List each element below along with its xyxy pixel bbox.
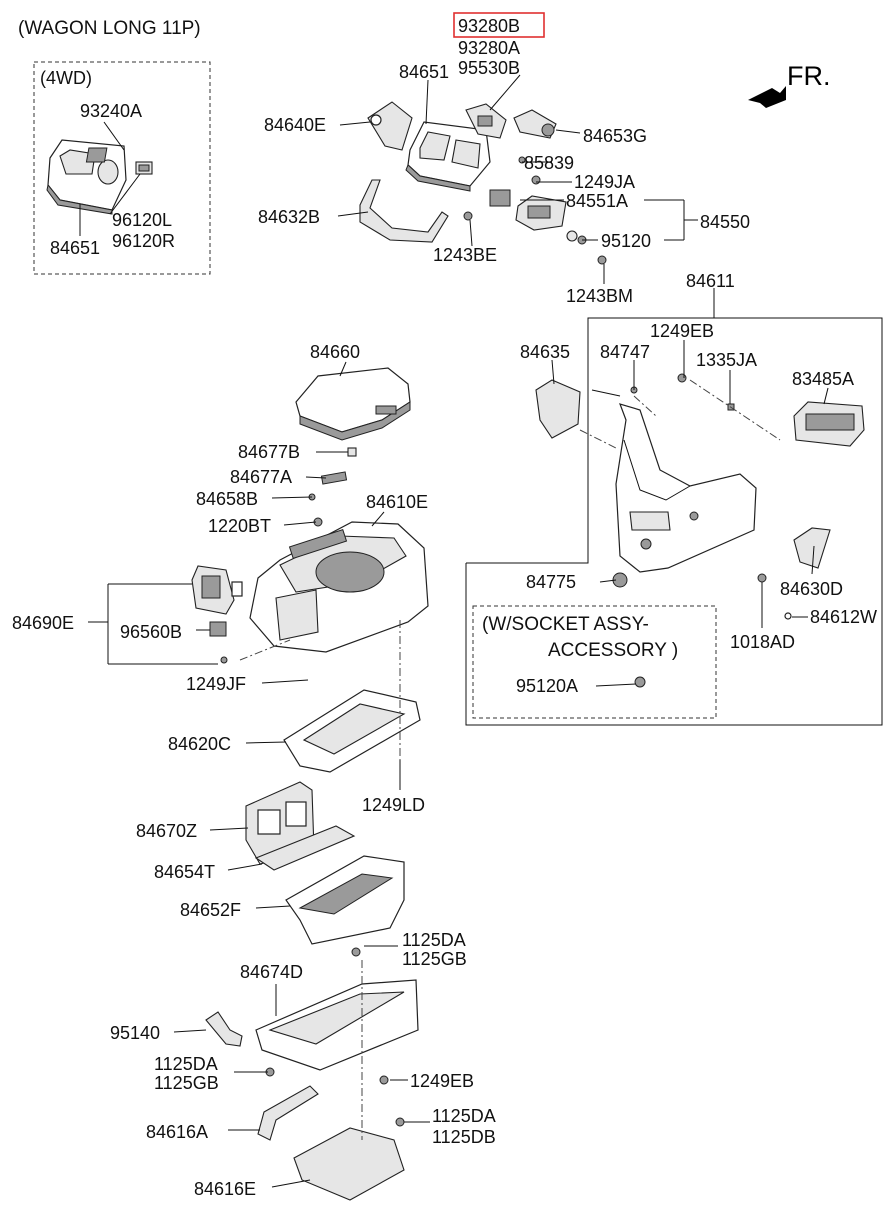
part-84651-4wd-bezel	[46, 139, 127, 215]
part-84616A-bracket	[257, 1085, 405, 1141]
part-84630D-panel	[793, 527, 831, 569]
socket-header-line2: ACCESSORY )	[548, 640, 678, 661]
label-84630D[interactable]: 84630D	[780, 579, 843, 599]
label-93280B[interactable]: 93280B	[458, 16, 520, 36]
part-84690E-cup-unit	[191, 565, 243, 664]
label-84551A[interactable]: 84551A	[566, 191, 628, 211]
part-84632B-trim	[359, 179, 449, 243]
label-1249EB-top[interactable]: 1249EB	[650, 321, 714, 341]
label-93280A[interactable]: 93280A	[458, 38, 520, 58]
label-84610E[interactable]: 84610E	[366, 492, 428, 512]
assembly-line-6	[633, 395, 657, 417]
label-84670Z[interactable]: 84670Z	[136, 821, 197, 841]
label-84620C[interactable]: 84620C	[168, 734, 231, 754]
label-1125GB-b[interactable]: 1125GB	[154, 1073, 219, 1093]
part-93240A-switch	[85, 147, 108, 163]
part-84652F-tray	[285, 855, 405, 945]
label-1125DA-c[interactable]: 1125DA	[432, 1106, 496, 1126]
label-96120R[interactable]: 96120R	[112, 231, 175, 251]
assembly-line-4	[579, 429, 617, 449]
label-84674D[interactable]: 84674D	[240, 962, 303, 982]
part-84651-bezel	[405, 121, 491, 192]
part-84616E-bracket	[293, 1127, 405, 1201]
label-84653G[interactable]: 84653G	[583, 126, 647, 146]
label-84658B[interactable]: 84658B	[196, 489, 258, 509]
label-84640E[interactable]: 84640E	[264, 115, 326, 135]
label-1125GB-a[interactable]: 1125GB	[402, 949, 467, 969]
label-84652F[interactable]: 84652F	[180, 900, 241, 920]
label-1335JA[interactable]: 1335JA	[696, 350, 757, 370]
part-84653G-switch	[513, 109, 557, 139]
label-84612W[interactable]: 84612W	[810, 607, 877, 627]
label-93240A[interactable]: 93240A	[80, 101, 142, 121]
label-96120L[interactable]: 96120L	[112, 210, 172, 230]
highlight-box-93280B	[453, 12, 545, 38]
socket-header-line1: (W/SOCKET ASSY-	[482, 614, 649, 635]
label-1243BM[interactable]: 1243BM	[566, 286, 633, 306]
label-83485A[interactable]: 83485A	[792, 369, 854, 389]
part-84610E-console-upper	[249, 521, 429, 653]
label-84616A[interactable]: 84616A	[146, 1122, 208, 1142]
label-1220BT[interactable]: 1220BT	[208, 516, 271, 536]
label-1125DB[interactable]: 1125DB	[432, 1127, 496, 1147]
small-parts-84677-84658	[308, 447, 357, 527]
label-95140[interactable]: 95140	[110, 1023, 160, 1043]
label-84654T[interactable]: 84654T	[154, 862, 215, 882]
part-95140-harness	[205, 1011, 243, 1047]
label-95530B[interactable]: 95530B	[458, 58, 520, 78]
label-84616E[interactable]: 84616E	[194, 1179, 256, 1199]
part-84654T-pad	[254, 825, 356, 871]
box-socket-accessory	[472, 605, 717, 719]
part-84635-bracket	[535, 379, 581, 439]
part-84674D-base	[255, 947, 419, 1085]
label-84747[interactable]: 84747	[600, 342, 650, 362]
label-95120A[interactable]: 95120A	[516, 676, 578, 696]
label-1243BE[interactable]: 1243BE	[433, 245, 497, 265]
part-84550-holder	[489, 189, 587, 245]
label-1018AD[interactable]: 1018AD	[730, 632, 795, 652]
label-1125DA-a[interactable]: 1125DA	[402, 930, 466, 950]
part-83485A-unit	[793, 401, 865, 447]
assembly-line-3	[239, 639, 291, 661]
front-arrow-icon	[748, 86, 786, 108]
label-1249JA[interactable]: 1249JA	[574, 172, 635, 192]
label-1125DA-b[interactable]: 1125DA	[154, 1054, 218, 1074]
direction-label: FR.	[787, 61, 831, 91]
label-84635[interactable]: 84635	[520, 342, 570, 362]
label-84651-4wd[interactable]: 84651	[50, 238, 100, 258]
part-84640E-cover	[367, 101, 413, 151]
label-84677A[interactable]: 84677A	[230, 467, 292, 487]
label-84632B[interactable]: 84632B	[258, 207, 320, 227]
part-96120-switch	[135, 161, 153, 175]
leader-lines	[79, 74, 829, 1188]
label-84660[interactable]: 84660	[310, 342, 360, 362]
label-84651-top[interactable]: 84651	[399, 62, 449, 82]
label-1249EB-bottom[interactable]: 1249EB	[410, 1071, 474, 1091]
box-84611-group	[465, 317, 883, 726]
part-84620C-frame	[283, 689, 421, 773]
part-84660-armrest-lid	[295, 367, 411, 441]
box-4wd	[33, 61, 211, 275]
label-1249LD[interactable]: 1249LD	[362, 795, 425, 815]
label-84775[interactable]: 84775	[526, 572, 576, 592]
label-84690E[interactable]: 84690E	[12, 613, 74, 633]
part-84611-rear-cover	[615, 403, 757, 573]
label-95120[interactable]: 95120	[601, 231, 651, 251]
label-84611[interactable]: 84611	[686, 271, 735, 291]
assembly-line-5	[689, 379, 781, 441]
fasteners-top	[463, 156, 607, 265]
box-4wd-header: (4WD)	[40, 68, 92, 88]
variant-header: (WAGON LONG 11P)	[18, 18, 201, 39]
label-84550[interactable]: 84550	[700, 212, 750, 232]
label-85839[interactable]: 85839	[524, 153, 574, 173]
label-96560B[interactable]: 96560B	[120, 622, 182, 642]
label-1249JF[interactable]: 1249JF	[186, 674, 246, 694]
label-84677B[interactable]: 84677B	[238, 442, 300, 462]
part-95530B-switch	[465, 103, 507, 139]
